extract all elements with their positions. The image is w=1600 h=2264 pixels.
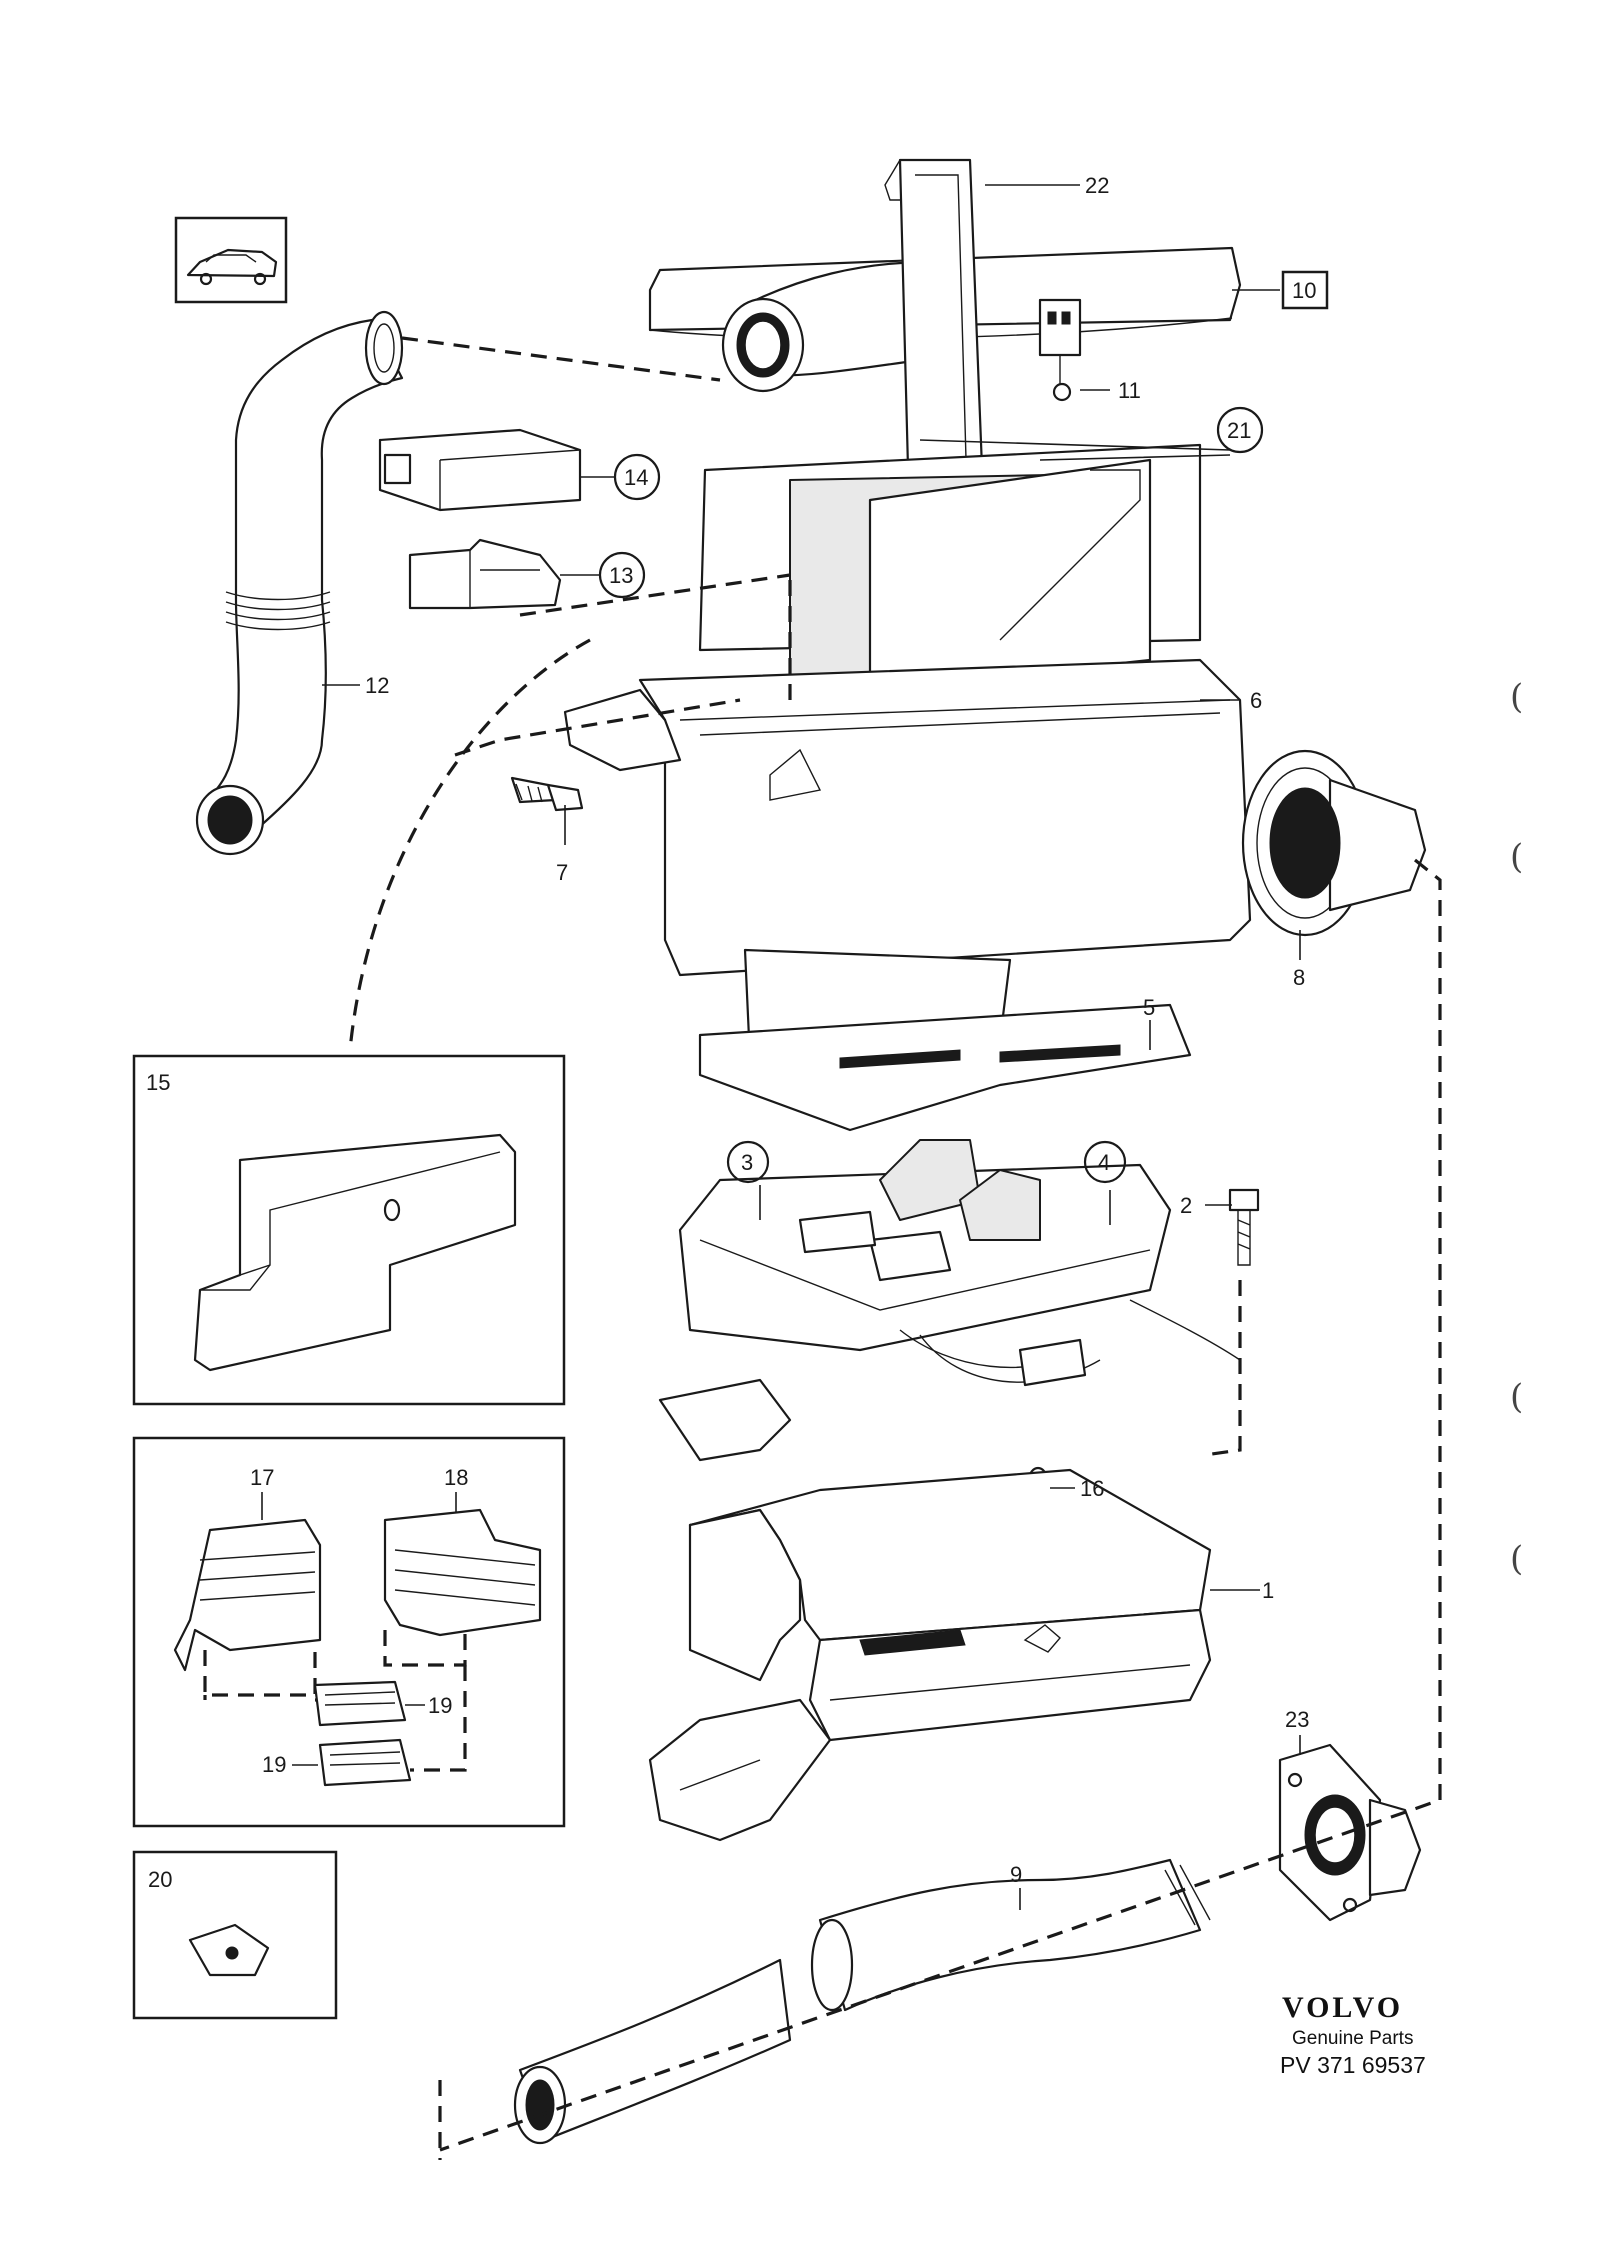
- label-9: 9: [1010, 1862, 1022, 1887]
- part-labels: 22 10 11 21 14 13 12 6 7 8 5 3 4 2 16 1 …: [365, 173, 1329, 1887]
- label-13-circle: [598, 551, 646, 599]
- brand-subtitle: Genuine Parts: [1292, 2028, 1413, 2049]
- label-4-circle: [1083, 1140, 1127, 1184]
- flange-connector: [1278, 1743, 1422, 1922]
- label-10-frame: [1281, 270, 1329, 310]
- inset-20: 20: [132, 1850, 338, 2020]
- relay: [1038, 298, 1082, 402]
- margin-mark: (: [1510, 677, 1523, 717]
- connection-lines: [348, 336, 1442, 2160]
- fuse-cover: [378, 428, 582, 512]
- inset-15-label: 15: [146, 1070, 170, 1095]
- label-12: 12: [365, 673, 389, 698]
- label-14-circle: [613, 453, 661, 501]
- label-1: 1: [1262, 1578, 1274, 1603]
- inset-15: 15: [132, 1054, 566, 1406]
- label-7: 7: [556, 860, 568, 885]
- margin-mark: (: [1510, 837, 1523, 877]
- label-2: 2: [1180, 1193, 1192, 1218]
- margin-mark: (: [1510, 1539, 1523, 1579]
- lower-tray: [648, 1468, 1212, 1842]
- inset-17-label: 17: [250, 1465, 274, 1490]
- central-electrical-unit: [658, 1139, 1241, 1462]
- mounting-plate: [698, 1003, 1192, 1132]
- label-4: 4: [1098, 1150, 1110, 1175]
- inset-19a-label: 19: [428, 1693, 452, 1718]
- bolt: [510, 776, 584, 812]
- label-21: 21: [1227, 418, 1251, 443]
- inset-17-18-19: 17 18 19 19: [132, 1436, 566, 1828]
- mounting-clip: [408, 538, 562, 610]
- screw: [1228, 1188, 1260, 1266]
- vehicle-thumbnail: [174, 216, 288, 304]
- label-6: 6: [1250, 688, 1262, 713]
- label-5: 5: [1143, 995, 1155, 1020]
- inset-18-label: 18: [444, 1465, 468, 1490]
- label-22: 22: [1085, 173, 1109, 198]
- inset-19b-label: 19: [262, 1752, 286, 1777]
- label-21-circle: [1216, 406, 1264, 454]
- inset-20-label: 20: [148, 1867, 172, 1892]
- label-16: 16: [1080, 1476, 1104, 1501]
- label-3-circle: [726, 1140, 770, 1184]
- brand-logo: VOLVO: [1282, 1991, 1403, 2024]
- air-cleaner-lid: [648, 246, 1242, 393]
- leader-lines: [322, 184, 1301, 1910]
- label-8: 8: [1293, 965, 1305, 990]
- label-3: 3: [741, 1150, 753, 1175]
- label-11: 11: [1118, 378, 1141, 403]
- label-23: 23: [1285, 1707, 1309, 1732]
- grommet: [1241, 749, 1427, 937]
- outlet-hose: [513, 1858, 1211, 2145]
- margin-marks: ( ( ( (: [1510, 677, 1523, 1579]
- label-10: 10: [1292, 278, 1316, 303]
- intake-hose: [195, 310, 404, 856]
- margin-mark: (: [1510, 1377, 1523, 1417]
- label-13: 13: [609, 563, 633, 588]
- brand-footer: VOLVO Genuine Parts PV 371 69537: [1280, 1991, 1426, 2078]
- label-14: 14: [624, 465, 648, 490]
- air-cleaner-housing: [563, 443, 1252, 1092]
- diagram-code: PV 371 69537: [1280, 2052, 1426, 2078]
